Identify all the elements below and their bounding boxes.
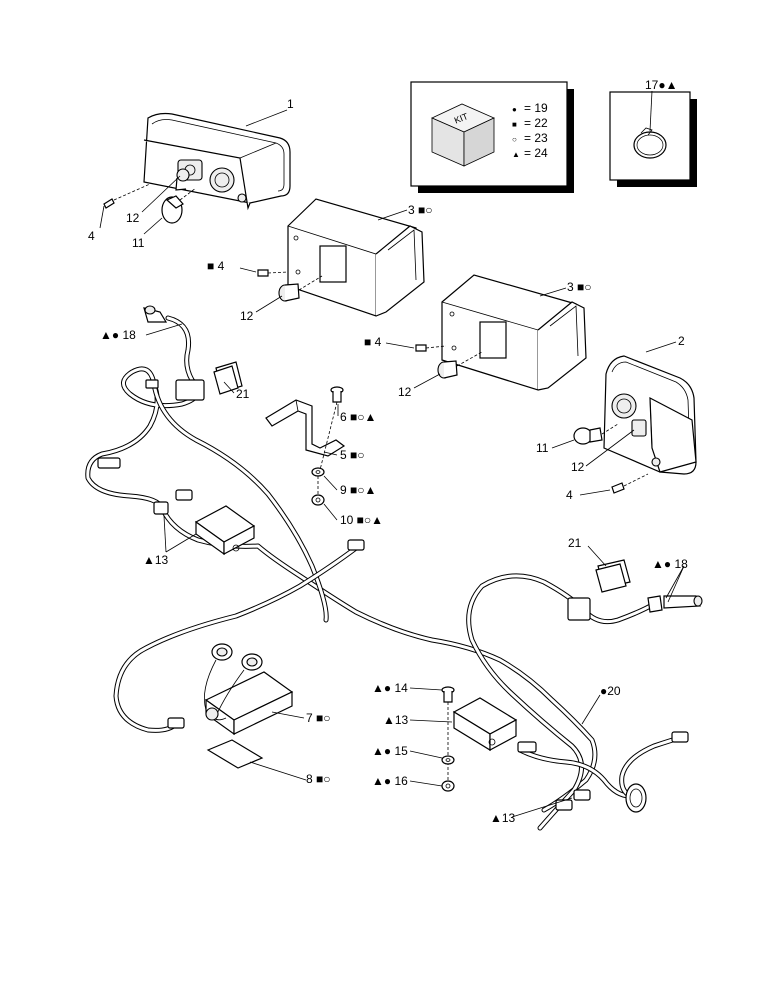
mounting-bracket-5 xyxy=(265,399,346,457)
callout-13-b: ▲13 xyxy=(383,713,409,727)
legend-text-22: = 22 xyxy=(524,116,548,130)
callout-9: 9 ■○▲ xyxy=(340,483,376,497)
legend-text-24: = 24 xyxy=(524,146,548,160)
bulb-socket-12-c xyxy=(437,351,483,379)
flasher-module-13-b xyxy=(452,697,518,752)
legend-symbol-19: ● xyxy=(512,105,517,114)
screw-4-a xyxy=(103,183,151,209)
callout-4-d: 4 xyxy=(566,488,573,502)
switch-assembly-7 xyxy=(203,643,294,736)
decal-21-a xyxy=(213,361,243,395)
callout-21-left: 21 xyxy=(236,387,250,401)
wiring-harness-left xyxy=(85,305,598,813)
callout-13-c: ▲13 xyxy=(490,811,516,825)
callout-12-a: 12 xyxy=(126,211,140,225)
kit-legend-box: KIT ● = 19 ■ = 22 ○ = 23 ▲ = 24 xyxy=(410,81,574,193)
callout-2: 2 xyxy=(678,334,685,348)
tail-lamp-left xyxy=(143,112,291,211)
bulb-socket-12-b xyxy=(278,275,323,302)
callout-12-c: 12 xyxy=(398,385,412,399)
callout-3-upper: 3 ■○ xyxy=(408,203,433,217)
callout-6: 6 ■○▲ xyxy=(340,410,376,424)
callout-13-a: ▲13 xyxy=(143,553,169,567)
decal-8 xyxy=(206,739,264,769)
legend-symbol-24: ▲ xyxy=(512,150,520,159)
callout-18-right: ▲● 18 xyxy=(652,557,688,571)
callout-7: 7 ■○ xyxy=(306,711,331,725)
callout-labels: 1 2 3 ■○ 3 ■○ 4 ■ 4 ■ 4 4 5 ■○ 6 ■○▲ 7 ■… xyxy=(88,97,688,825)
callout-17: 17●▲ xyxy=(645,78,677,92)
callout-14: ▲● 14 xyxy=(372,681,408,695)
callout-4-c: ■ 4 xyxy=(364,335,382,349)
washer-9 xyxy=(311,467,325,477)
callout-11-right: 11 xyxy=(536,441,549,455)
callout-10: 10 ■○▲ xyxy=(340,513,383,527)
bulb-11-a xyxy=(161,187,197,224)
decal-21-b xyxy=(595,559,631,593)
leader-lines xyxy=(99,109,685,818)
nut-10 xyxy=(311,476,325,506)
bulb-socket-12-a xyxy=(175,168,190,191)
callout-20: ●20 xyxy=(600,684,621,698)
screw-4-c xyxy=(415,344,447,352)
callout-4-a: 4 xyxy=(88,229,95,243)
bolt-6 xyxy=(319,386,344,471)
callout-21-right: 21 xyxy=(568,536,582,550)
washer-15 xyxy=(441,755,455,765)
callout-15: ▲● 15 xyxy=(372,744,408,758)
work-lamp-lower xyxy=(441,274,587,391)
work-lamp-upper xyxy=(287,198,425,317)
legend-symbol-23: ○ xyxy=(512,135,517,144)
callout-1: 1 xyxy=(287,97,294,111)
tail-lamp-right xyxy=(603,355,697,475)
flasher-module-13-a xyxy=(194,505,256,556)
callout-4-b: ■ 4 xyxy=(207,259,225,273)
callout-8: 8 ■○ xyxy=(306,772,331,786)
callout-5: 5 ■○ xyxy=(340,448,365,462)
bulb-11-b xyxy=(573,423,619,445)
kit-legend-list: ● = 19 ■ = 22 ○ = 23 ▲ = 24 xyxy=(512,101,548,160)
legend-text-19: = 19 xyxy=(524,101,548,115)
kit-cube-icon: KIT xyxy=(431,103,495,167)
hose-clamp-icon xyxy=(633,127,667,159)
wiring-harness-right xyxy=(466,573,703,831)
callout-12-d: 12 xyxy=(571,460,585,474)
clamp-box: 17●▲ xyxy=(609,78,697,187)
callout-3-lower: 3 ■○ xyxy=(567,280,592,294)
legend-text-23: = 23 xyxy=(524,131,548,145)
callout-16: ▲● 16 xyxy=(372,774,408,788)
callout-18-left: ▲● 18 xyxy=(100,328,136,342)
legend-symbol-22: ■ xyxy=(512,120,517,129)
screw-14 xyxy=(441,686,455,785)
screw-4-b xyxy=(257,269,289,277)
callout-12-b: 12 xyxy=(240,309,254,323)
callout-11-left: 11 xyxy=(132,236,145,250)
nut-16 xyxy=(441,780,455,792)
screw-4-d xyxy=(611,473,649,494)
